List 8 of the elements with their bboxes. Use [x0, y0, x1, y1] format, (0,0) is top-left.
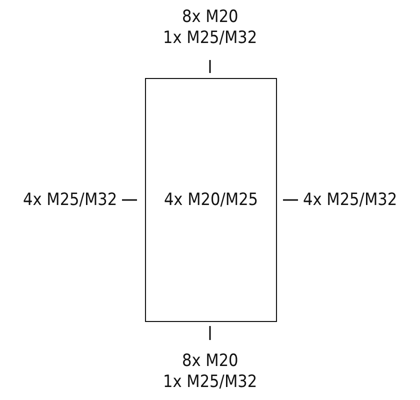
- cable-entry-label: 8x M20: [182, 7, 238, 27]
- box-label: 4x M20/M25: [164, 190, 258, 210]
- cable-entry-label: 1x M25/M32: [163, 28, 258, 48]
- cable-entry-label: 4x M25/M32: [23, 190, 118, 210]
- cable-entry-label: 1x M25/M32: [163, 372, 258, 392]
- cable-entry-label: 8x M20: [182, 351, 238, 371]
- enclosure-box: [145, 78, 277, 322]
- cable-entry-label: 4x M25/M32: [303, 190, 398, 210]
